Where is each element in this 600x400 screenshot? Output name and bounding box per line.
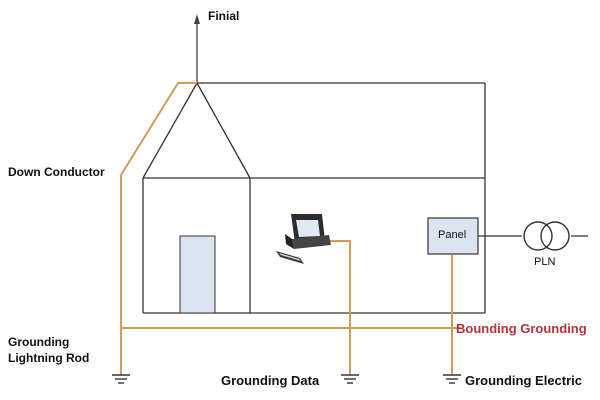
grounding-electric-label: Grounding Electric	[465, 373, 583, 388]
panel-label: Panel	[438, 229, 467, 241]
grounding-lightning-rod-label-line2: Lightning Rod	[8, 351, 90, 365]
down-conductor-label: Down Conductor	[8, 165, 105, 179]
ground-symbol-icon	[112, 374, 130, 384]
down-conductor	[120, 82, 197, 375]
roof-gable	[142, 81, 251, 179]
finial-label: Finial	[208, 9, 240, 23]
transformer-icon	[523, 221, 570, 251]
data-grounding-line	[327, 240, 351, 375]
panel-box	[427, 217, 479, 255]
pln-label: PLN	[534, 256, 556, 268]
grounding-lightning-rod-label-line1: Grounding	[8, 335, 70, 349]
ground-symbol-icon	[443, 374, 461, 384]
finial-rod	[194, 14, 200, 83]
door	[179, 235, 216, 314]
desktop-computer-icon	[276, 214, 331, 264]
bounding-grounding-label: Bounding Grounding	[456, 321, 587, 336]
grounding-data-label: Grounding Data	[221, 373, 320, 388]
ground-symbol-icon	[341, 374, 359, 384]
